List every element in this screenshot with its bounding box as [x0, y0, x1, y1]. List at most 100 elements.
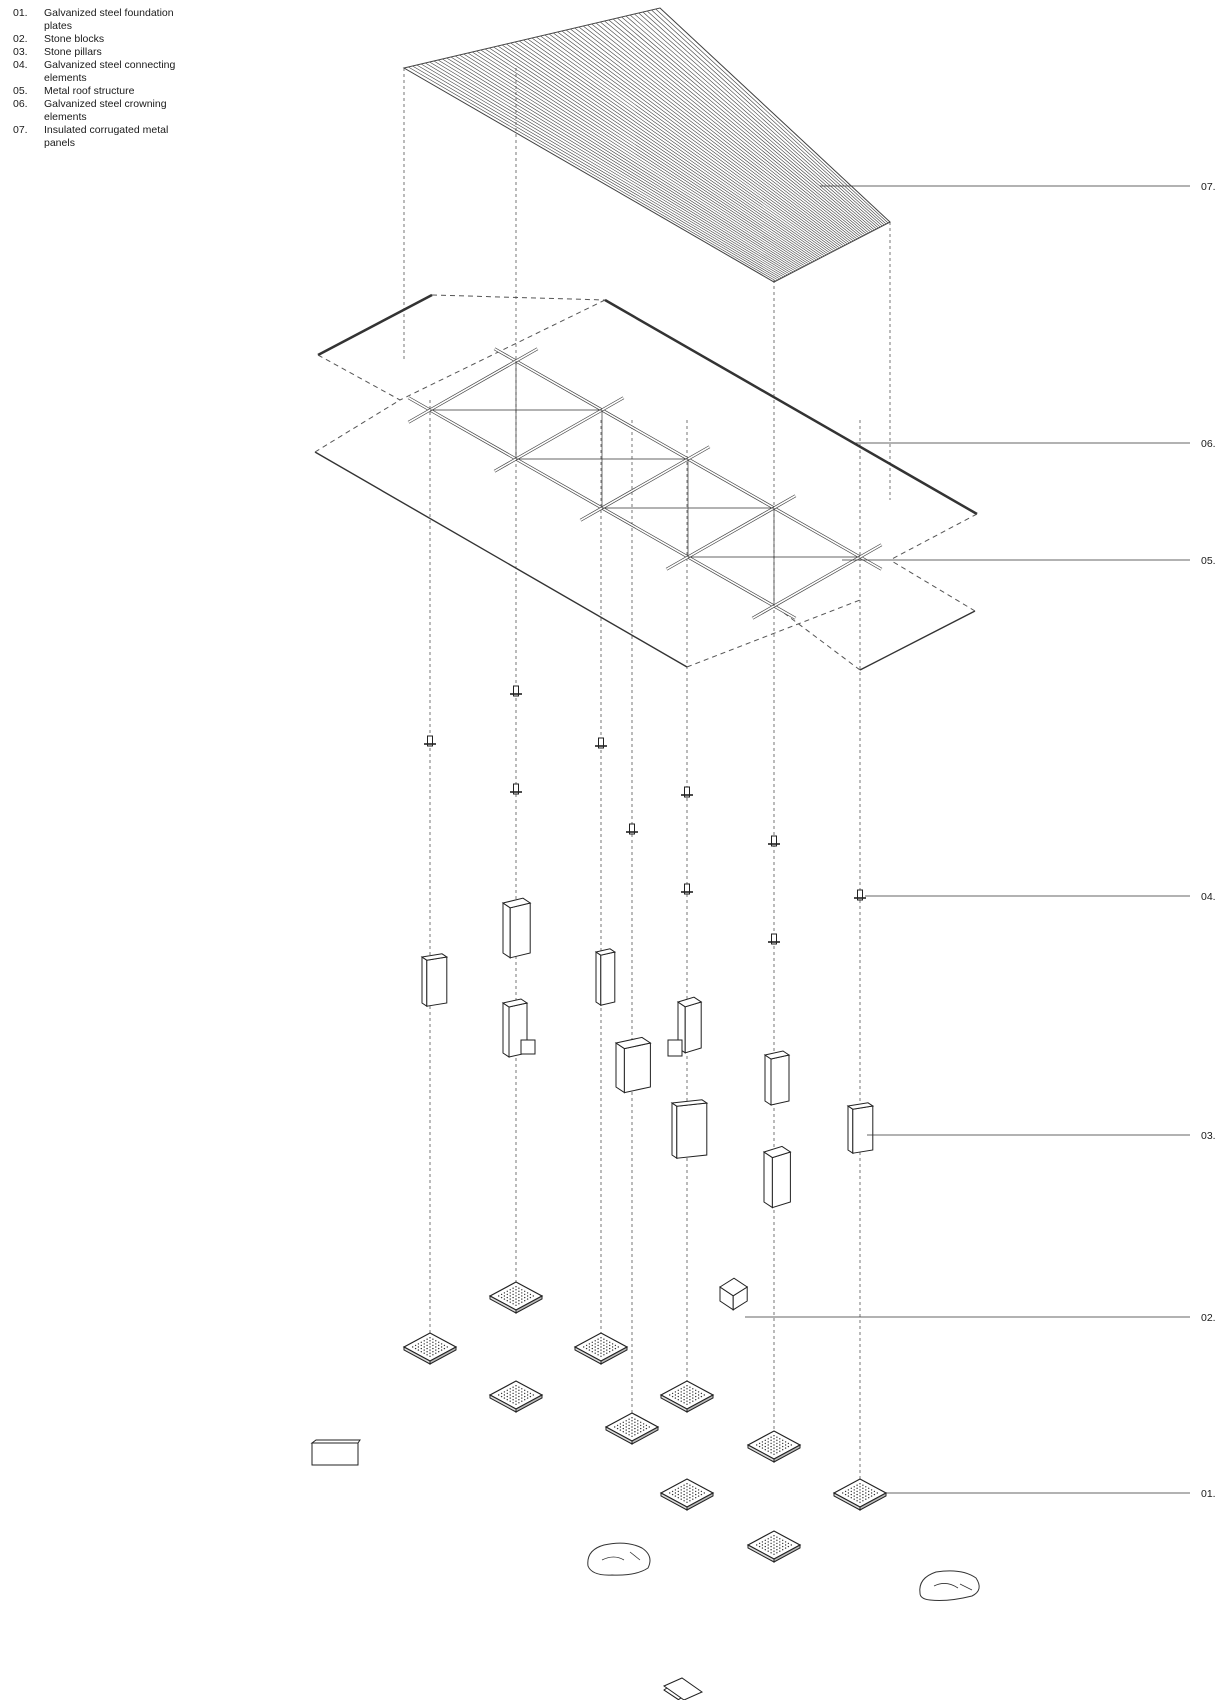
plate-bolt-hole — [850, 1487, 852, 1490]
plate-bolt-hole — [680, 1492, 682, 1494]
plate-bolt-hole — [509, 1391, 511, 1393]
stone-pillar-front — [852, 1105, 874, 1154]
plate-bolt-hole — [524, 1296, 526, 1299]
plate-bolt-hole — [597, 1344, 599, 1347]
plate-bolt-hole — [597, 1338, 599, 1340]
plate-bolt-hole — [518, 1389, 520, 1392]
plate-bolt-hole — [503, 1292, 506, 1294]
corrugation-line — [655, 8, 889, 224]
plate-bolt-hole — [689, 1389, 691, 1392]
crowning-dashed-edge — [317, 354, 401, 401]
plate-bolt-hole — [683, 1484, 685, 1486]
plate-bolt-hole — [509, 1394, 511, 1396]
corrugation-line — [642, 11, 883, 227]
plate-bolt-hole — [847, 1489, 850, 1491]
stone-pillar-front — [509, 902, 531, 959]
plate-bolt-hole — [609, 1347, 611, 1350]
plate-bolt-hole — [680, 1394, 682, 1396]
legend: 01.Galvanized steel foundation plates 02… — [13, 7, 198, 150]
corrugation-line — [634, 13, 879, 229]
stone-pillar-side — [502, 1002, 510, 1058]
plate-bolt-hole — [782, 1542, 784, 1545]
legend-item-01: 01.Galvanized steel foundation plates — [13, 7, 198, 33]
connector-bolt — [427, 735, 433, 747]
plate-bolt-hole — [597, 1341, 599, 1344]
plate-bolt-hole — [692, 1498, 694, 1500]
plate-bolt-hole — [625, 1429, 627, 1431]
legend-item-07: 07.Insulated corrugated metal panels — [13, 124, 198, 150]
plate-bolt-hole — [683, 1389, 685, 1392]
plate-bolt-hole — [689, 1399, 691, 1401]
plate-bolt-hole — [697, 1394, 700, 1396]
plate-bolt-hole — [509, 1292, 511, 1294]
crowning-edge — [859, 610, 976, 671]
plate-bolt-hole — [677, 1490, 679, 1493]
roof-joist-highlight — [408, 348, 538, 423]
plate-bolt-hole — [776, 1545, 778, 1548]
plate-bolt-hole — [631, 1420, 633, 1422]
foundation-plate-edge — [686, 1492, 714, 1511]
stone-pillar-front — [623, 1042, 651, 1094]
plate-bolt-hole — [784, 1447, 787, 1449]
plate-bolt-hole — [420, 1341, 422, 1344]
plate-bolt-hole — [503, 1298, 506, 1300]
plate-bolt-hole — [842, 1492, 844, 1494]
plate-bolt-hole — [669, 1394, 671, 1396]
plate-bolt-hole — [506, 1389, 508, 1392]
plate-bolt-hole — [526, 1394, 529, 1396]
corrugation-line — [455, 55, 798, 271]
plate-bolt-hole — [862, 1490, 864, 1493]
plate-bolt-hole — [432, 1351, 434, 1353]
plate-bolt-hole — [414, 1344, 417, 1347]
plate-bolt-hole — [609, 1341, 611, 1344]
boulder-texture — [601, 1551, 641, 1561]
plate-bolt-hole — [686, 1403, 688, 1406]
stone-pillar-top — [501, 998, 529, 1008]
plate-bolt-hole — [853, 1498, 855, 1500]
corrugation-line — [608, 19, 867, 235]
plate-bolt-hole — [524, 1392, 526, 1395]
corrugation-line — [403, 67, 775, 283]
plate-bolt-hole — [435, 1343, 437, 1345]
plate-bolt-hole — [779, 1538, 781, 1540]
plate-bolt-hole — [773, 1453, 775, 1456]
plate-bolt-hole — [611, 1349, 614, 1351]
plate-bolt-hole — [500, 1392, 503, 1395]
corrugation-line — [536, 36, 835, 252]
plate-bolt-hole — [609, 1351, 611, 1353]
plate-bolt-hole — [440, 1346, 443, 1348]
plate-bolt-hole — [429, 1346, 431, 1348]
plate-bolt-hole — [429, 1340, 431, 1342]
plate-bolt-hole — [770, 1552, 772, 1554]
plate-bolt-hole — [645, 1424, 648, 1427]
plate-bolt-hole — [773, 1550, 775, 1552]
corrugation-line — [565, 29, 848, 245]
plate-bolt-hole — [680, 1498, 682, 1500]
plate-bolt-hole — [500, 1293, 503, 1296]
stone-block-bottom — [662, 1677, 704, 1700]
plate-bolt-hole — [603, 1338, 605, 1340]
plate-bolt-hole — [588, 1349, 591, 1351]
foundation-plate-edge — [429, 1346, 457, 1365]
plate-bolt-hole — [674, 1492, 677, 1494]
plate-bolt-hole — [686, 1385, 688, 1387]
plate-bolt-hole — [859, 1489, 861, 1491]
plate-bolt-hole — [429, 1352, 431, 1354]
plate-bolt-hole — [417, 1349, 420, 1351]
plate-bolt-hole — [782, 1539, 784, 1542]
foundation-plate-edge — [773, 1444, 801, 1463]
plate-bolt-hole — [680, 1486, 682, 1488]
boulder-texture — [933, 1583, 973, 1591]
vertical-guide-lines — [403, 68, 891, 1495]
plate-bolt-hole — [642, 1429, 645, 1431]
legend-item-04: 04.Galvanized steel connecting elements — [13, 59, 198, 85]
plate-bolt-hole — [758, 1545, 761, 1548]
plate-bolt-hole — [859, 1501, 861, 1504]
plate-bolt-hole — [764, 1449, 766, 1451]
connector-bolt — [684, 786, 690, 798]
plate-bolt-hole — [767, 1538, 769, 1540]
plate-bolt-hole — [603, 1354, 605, 1356]
plate-bolt-hole — [859, 1492, 861, 1494]
crowning-dashed-edge — [889, 513, 978, 561]
plate-bolt-hole — [870, 1489, 873, 1491]
